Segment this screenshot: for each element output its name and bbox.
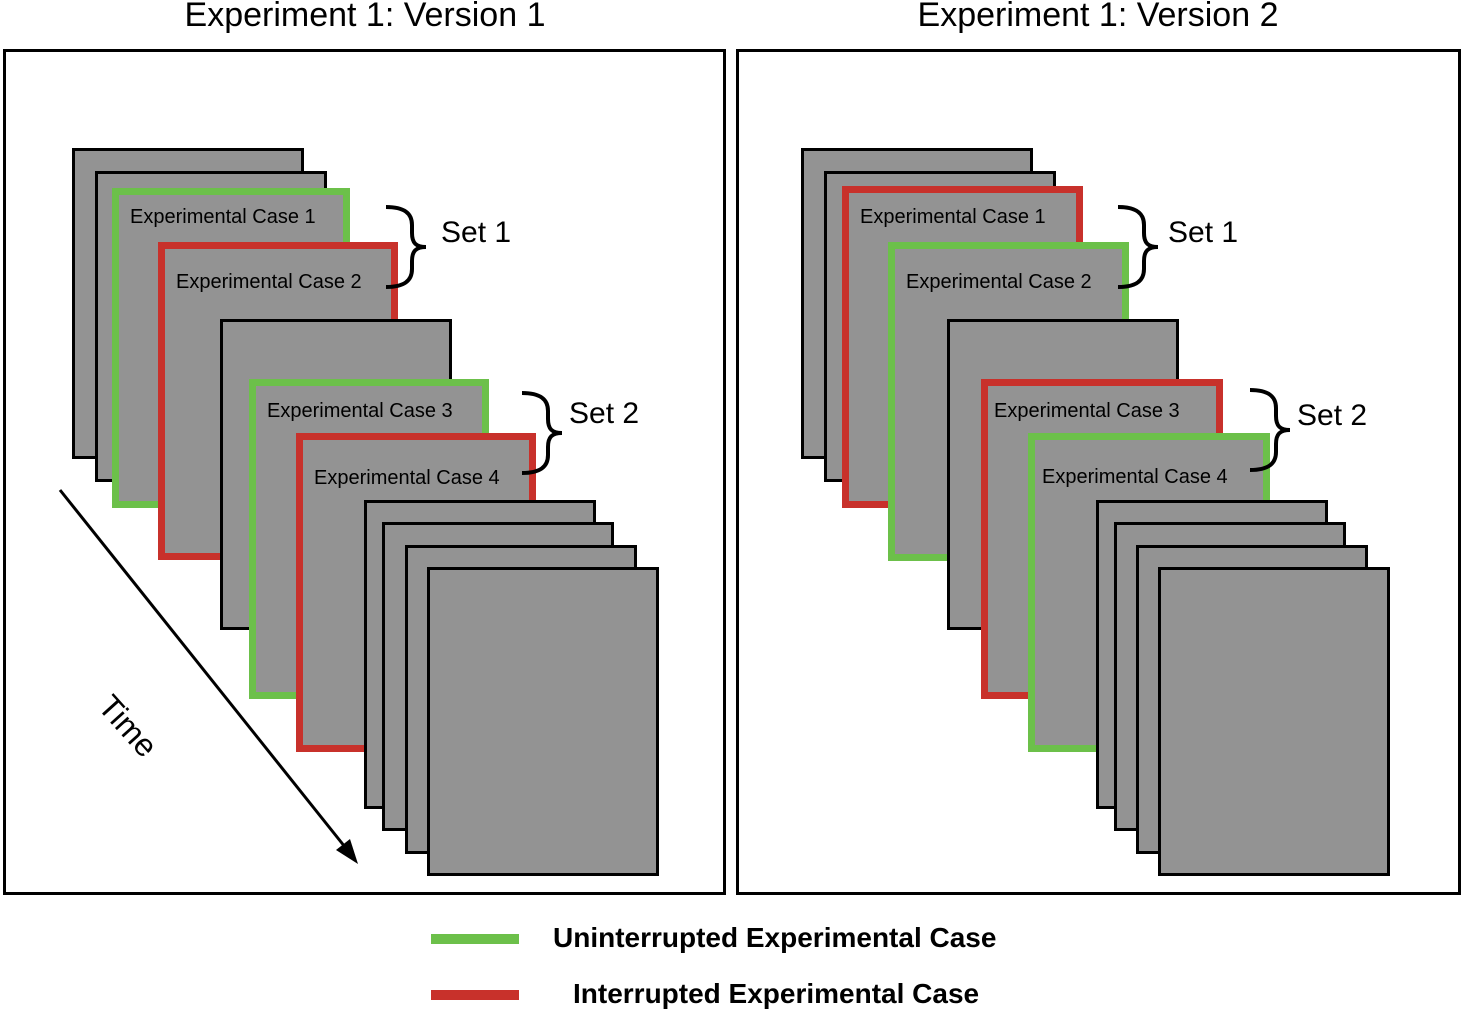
case-label: Experimental Case 2 [176,271,362,293]
stimulus-card [1158,567,1390,876]
stimulus-card [427,567,659,876]
set-2-label: Set 2 [569,397,640,430]
case-label: Experimental Case 3 [267,400,453,422]
case-label: Experimental Case 4 [314,467,500,489]
set-2-brace [521,391,563,475]
case-label: Experimental Case 1 [130,206,316,228]
legend-swatch-interrupted [431,990,519,1000]
panel-version-2: Experimental Case 1 Experimental Case 2 … [736,49,1461,895]
legend-swatch-uninterrupted [431,934,519,944]
panel-2-title: Experiment 1: Version 2 [917,0,1279,34]
set-1-brace [385,205,427,289]
panel-version-1: Experimental Case 1 Experimental Case 2 … [3,49,726,895]
case-label: Experimental Case 3 [994,400,1180,422]
panel-1-title: Experiment 1: Version 1 [184,0,546,34]
set-1-label: Set 1 [441,216,512,249]
set-2-label: Set 2 [1297,399,1368,432]
case-label: Experimental Case 1 [860,206,1046,228]
case-label: Experimental Case 2 [906,271,1092,293]
set-2-brace [1249,388,1291,472]
set-1-brace [1117,205,1159,289]
case-label: Experimental Case 4 [1042,466,1228,488]
legend-label-uninterrupted: Uninterrupted Experimental Case [553,922,997,953]
legend-label-interrupted: Interrupted Experimental Case [573,978,980,1009]
time-arrow [58,489,358,864]
set-1-label: Set 1 [1168,216,1239,249]
